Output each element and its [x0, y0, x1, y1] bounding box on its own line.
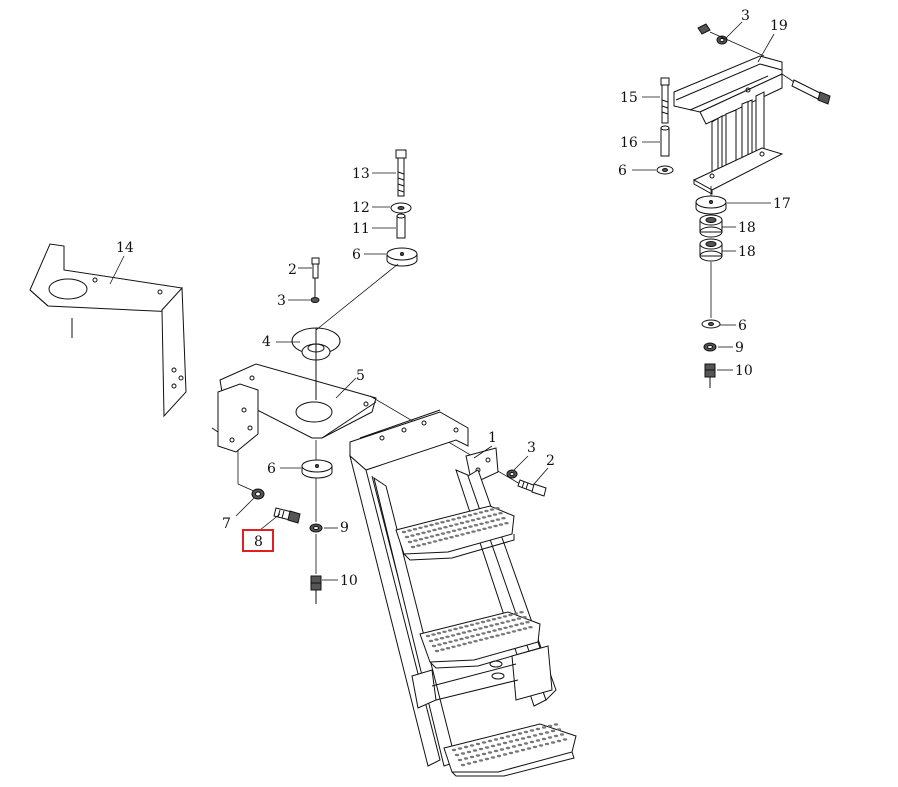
washer-part-6-right-lower: [701, 319, 721, 329]
axis-19-top: [709, 31, 765, 57]
step-tread-patterns: [401, 507, 568, 767]
washer-part-6-right-upper: [656, 165, 674, 175]
axis-19-bolt: [781, 73, 795, 83]
leader-5: [335, 377, 357, 399]
bushing-part-4: [291, 327, 341, 400]
spacer-part-16: [660, 125, 670, 157]
nut-part-10-left: [310, 575, 322, 604]
bracket-part-14: [29, 243, 187, 418]
callout-label-14: 14: [116, 240, 134, 256]
leader-19: [757, 33, 775, 63]
callout-label-17: 17: [773, 196, 791, 212]
callout-label-10-right: 10: [735, 363, 753, 379]
callout-label-5: 5: [356, 368, 365, 384]
bushing-part-18-lower: [699, 238, 723, 262]
callout-label-18-lower: 18: [738, 244, 756, 260]
callout-label-3-upper: 3: [277, 293, 286, 309]
leader-1: [473, 445, 493, 459]
callout-label-6-lower: 6: [267, 461, 276, 477]
bracket-part-5: [211, 363, 377, 453]
cushion-part-6-lower: [301, 459, 333, 479]
washer-part-9-left: [309, 523, 323, 533]
leader-3-right: [513, 455, 529, 471]
spacer-part-11: [396, 213, 406, 239]
callout-label-9-left: 9: [340, 520, 349, 536]
callout-label-19: 19: [770, 18, 788, 34]
leader-8: [259, 513, 281, 531]
callout-label-6-upper: 6: [352, 247, 361, 263]
bolt-part-19-right: [791, 79, 831, 105]
bolt-part-2-right: [517, 479, 547, 497]
step-ladder-part-1: [349, 409, 577, 777]
bolt-part-15: [660, 77, 670, 124]
callout-label-10-left: 10: [340, 573, 358, 589]
cushion-part-17: [695, 195, 727, 215]
callout-label-12: 12: [352, 200, 370, 216]
bolt-part-13: [395, 149, 407, 197]
callout-label-13: 13: [352, 166, 370, 182]
callout-label-2-right: 2: [546, 453, 555, 469]
callout-label-16: 16: [620, 135, 638, 151]
washer-part-12: [390, 202, 412, 214]
callout-label-6-right-upper: 6: [618, 163, 627, 179]
callout-label-6-right-lower: 6: [738, 318, 747, 334]
leader-2-right: [533, 467, 549, 485]
callout-label-2-upper: 2: [288, 262, 297, 278]
callout-label-3-top: 3: [741, 8, 750, 24]
leader-3-top: [725, 21, 743, 39]
leader-14: [109, 255, 125, 285]
support-bracket-part-19: [673, 55, 784, 195]
leader-7: [235, 497, 255, 517]
washer-part-7: [251, 488, 265, 500]
washer-part-3-top: [716, 35, 728, 45]
callout-label-18-upper: 18: [738, 220, 756, 236]
bolt-part-8: [273, 507, 301, 524]
washer-part-3-right: [506, 469, 518, 479]
washer-part-9-right: [703, 342, 717, 352]
washer-part-3-upper: [310, 297, 320, 303]
callout-label-15: 15: [620, 90, 638, 106]
highlight-box-8: [242, 529, 274, 552]
bushing-part-18-upper: [699, 214, 723, 238]
nut-part-top: [697, 23, 711, 35]
bolt-part-2-upper: [311, 257, 320, 298]
callout-label-9-right: 9: [735, 340, 744, 356]
callout-label-1: 1: [488, 430, 497, 446]
callout-label-3-right: 3: [527, 440, 536, 456]
nut-part-10-right: [704, 363, 716, 388]
cushion-part-6-upper: [386, 247, 418, 267]
callout-label-11: 11: [352, 221, 370, 237]
callout-label-7: 7: [222, 516, 231, 532]
callout-label-4: 4: [262, 334, 271, 350]
callout-label-8: 8: [254, 534, 263, 550]
assembly-line-center: [315, 263, 399, 331]
